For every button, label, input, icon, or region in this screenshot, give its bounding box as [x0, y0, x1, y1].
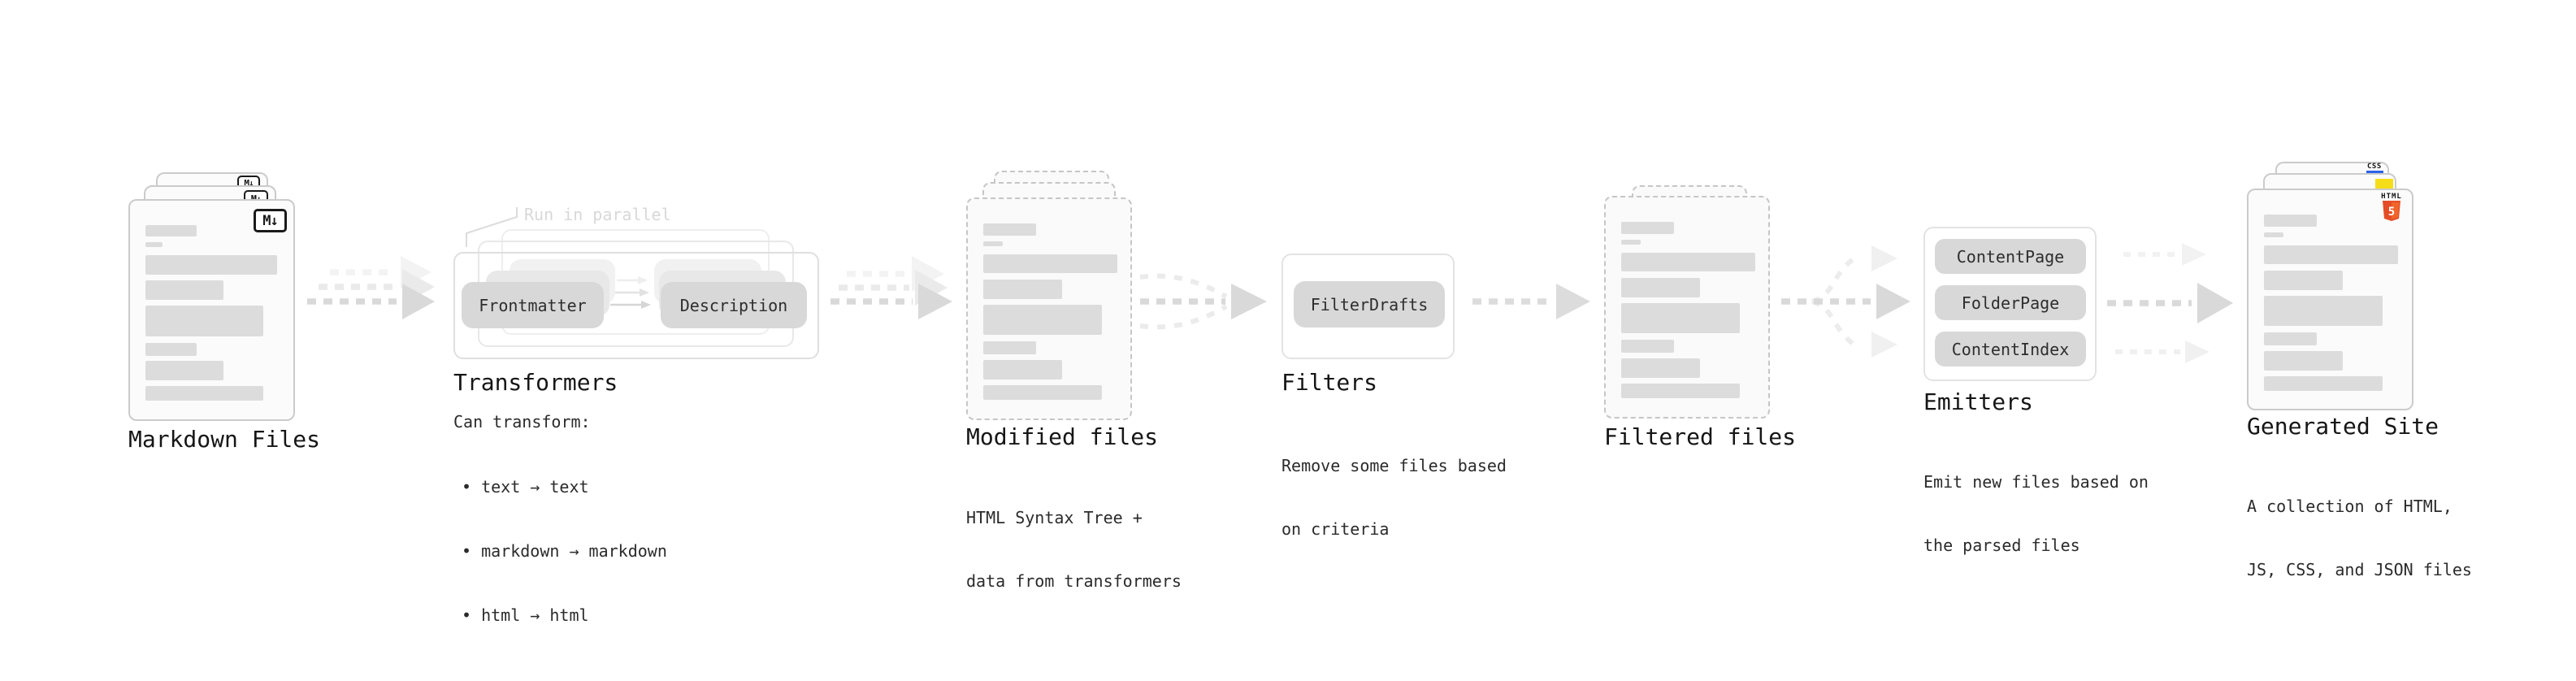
text-line-placeholder	[983, 280, 1062, 299]
text-line-placeholder	[1621, 222, 1674, 234]
text-line-placeholder	[145, 361, 223, 380]
text-line-placeholder	[983, 223, 1036, 236]
text-line-placeholder	[2264, 376, 2383, 391]
stage-title: Markdown Files	[128, 426, 321, 453]
stage-description-line: the parsed files	[1923, 536, 2080, 555]
stage-title: Transformers	[453, 369, 618, 396]
css-icon: CSS	[2367, 163, 2382, 171]
transform-bullet-list: • text → text • markdown → markdown • ht…	[462, 434, 667, 669]
html5-shield: 5	[2383, 201, 2400, 221]
pill-contentpage: ContentPage	[1935, 239, 2086, 274]
text-line-placeholder	[983, 360, 1062, 380]
text-line-placeholder	[145, 343, 197, 356]
stage-description: HTML Syntax Tree + data from transformer…	[966, 465, 1182, 634]
file-card	[1604, 196, 1770, 419]
js-icon	[2375, 179, 2393, 189]
markdown-icon: M↓	[254, 209, 287, 232]
arrow-modified-to-filters	[1139, 273, 1267, 330]
stage-description: Emit new files based on the parsed files	[1923, 429, 2149, 598]
text-line-placeholder	[2264, 351, 2343, 371]
text-line-placeholder	[145, 242, 163, 247]
stage-description: A collection of HTML, JS, CSS, and JSON …	[2247, 453, 2472, 622]
text-line-placeholder	[2264, 332, 2317, 345]
stage-title: Modified files	[966, 423, 1159, 450]
bullet-item: • markdown → markdown	[462, 541, 667, 561]
text-line-placeholder	[983, 241, 1003, 246]
stage-title: Emitters	[1923, 388, 2033, 415]
text-line-placeholder	[145, 225, 197, 236]
text-line-placeholder	[983, 305, 1102, 335]
arrow-markdown-to-transformers	[307, 256, 435, 319]
pill-frontmatter: Frontmatter	[462, 282, 604, 328]
text-line-placeholder	[983, 254, 1117, 273]
stage-description: Remove some files based on criteria	[1281, 413, 1507, 582]
text-line-placeholder	[2264, 215, 2317, 227]
text-line-placeholder	[145, 255, 277, 275]
arrow-transformers-to-modified	[830, 256, 952, 319]
file-card: M↓	[128, 199, 295, 421]
stage-title: Generated Site	[2247, 413, 2439, 440]
bullet-item: • text → text	[462, 477, 589, 497]
text-line-placeholder	[983, 385, 1102, 400]
parallel-arrows-icon	[610, 276, 651, 309]
text-line-placeholder	[983, 341, 1036, 354]
text-line-placeholder	[2264, 232, 2283, 237]
arrow-emitters-to-generated	[2107, 243, 2233, 363]
pill-contentindex: ContentIndex	[1935, 332, 2086, 367]
pill-description: Description	[661, 282, 807, 328]
css-icon-underline	[2366, 171, 2383, 173]
file-card: HTML 5	[2247, 189, 2413, 410]
pill-filterdrafts: FilterDrafts	[1294, 281, 1445, 327]
arrow-filtered-to-emitters	[1781, 245, 1910, 358]
text-line-placeholder	[1621, 240, 1641, 245]
stage-description-line: on criteria	[1281, 519, 1390, 539]
text-line-placeholder	[1621, 384, 1740, 398]
run-in-parallel-callout-line	[466, 207, 518, 247]
stage-description-line: JS, CSS, and JSON files	[2247, 560, 2472, 579]
stage-description-line: data from transformers	[966, 571, 1182, 591]
text-line-placeholder	[1621, 340, 1674, 353]
text-line-placeholder	[2264, 296, 2383, 326]
stage-title: Filters	[1281, 369, 1378, 396]
stage-description-line: Emit new files based on	[1923, 472, 2149, 492]
bullet-item: • html → html	[462, 605, 589, 625]
markdown-icon-text: M↓	[262, 212, 279, 229]
arrow-filters-to-filtered	[1472, 284, 1590, 319]
text-line-placeholder	[2264, 271, 2343, 290]
run-in-parallel-annotation: Run in parallel	[524, 205, 671, 224]
stage-description-heading: Can transform:	[453, 412, 591, 432]
stage-description-line: HTML Syntax Tree +	[966, 508, 1143, 527]
text-line-placeholder	[1621, 303, 1740, 333]
stage-description-line: Remove some files based	[1281, 456, 1507, 475]
html5-icon-label: HTML	[2381, 193, 2402, 201]
html5-icon-number: 5	[2388, 206, 2395, 219]
text-line-placeholder	[145, 386, 263, 401]
text-line-placeholder	[1621, 358, 1700, 378]
text-line-placeholder	[145, 280, 223, 300]
text-line-placeholder	[145, 306, 263, 336]
stage-title: Filtered files	[1604, 423, 1797, 450]
html5-icon: HTML 5	[2377, 193, 2406, 226]
transformer-frame-front	[453, 252, 819, 359]
text-line-placeholder	[1621, 278, 1700, 297]
stage-description-line: A collection of HTML,	[2247, 497, 2452, 516]
pill-folderpage: FolderPage	[1935, 285, 2086, 320]
file-card	[966, 197, 1132, 420]
text-line-placeholder	[1621, 253, 1755, 271]
text-line-placeholder	[2264, 245, 2398, 264]
